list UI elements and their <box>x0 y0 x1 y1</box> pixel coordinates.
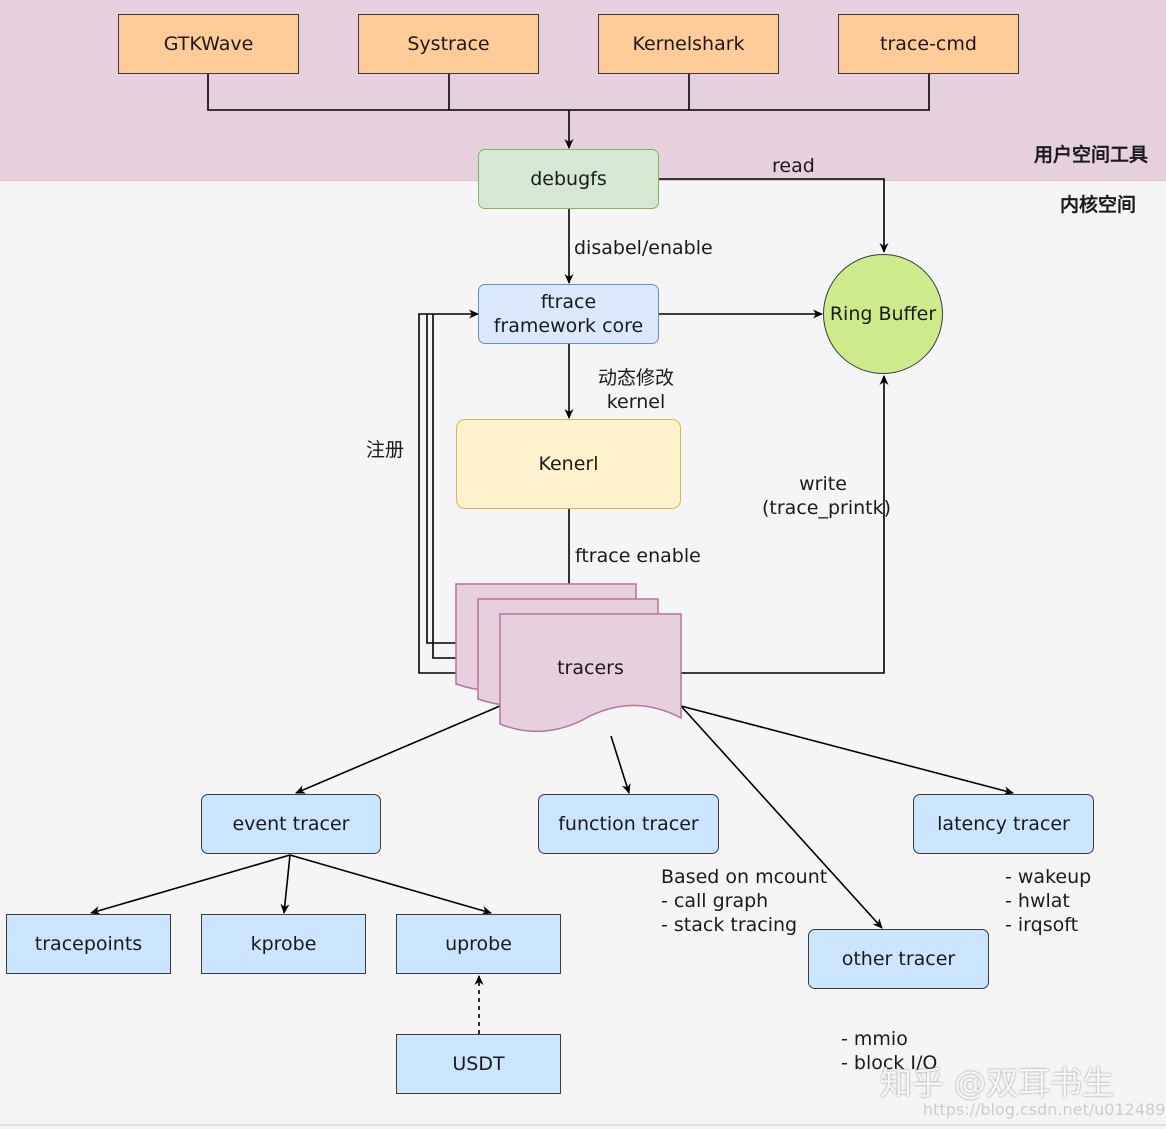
tracepoints-label: tracepoints <box>34 933 143 955</box>
dynamic-modify-label: 动态修改 kernel <box>590 366 682 414</box>
edge-gtkwave-debugfs <box>207 74 569 111</box>
function-tracer-note-2: - call graph <box>661 890 769 912</box>
trace-cmd-label: trace-cmd <box>880 33 977 55</box>
systrace-node[interactable]: Systrace <box>358 14 539 74</box>
uprobe-label: uprobe <box>445 933 512 955</box>
function-tracer-note-3: - stack tracing <box>661 914 798 936</box>
event-tracer-node[interactable]: event tracer <box>201 794 381 854</box>
function-tracer-label: function tracer <box>558 813 699 835</box>
ring-buffer-node[interactable]: Ring Buffer <box>823 254 943 374</box>
edge-tracers-function-tracer <box>610 735 631 794</box>
edge-tracers-write-ringbuffer <box>681 375 889 674</box>
function-tracer-node[interactable]: function tracer <box>538 794 719 854</box>
function-tracer-note-1: Based on mcount <box>661 866 828 888</box>
tracers-label[interactable]: tracers <box>557 657 624 679</box>
latency-tracer-note-3: - irqsoft <box>1005 914 1079 936</box>
kernelshark-label: Kernelshark <box>632 33 745 55</box>
kenerl-node[interactable]: Kenerl <box>456 419 681 509</box>
edge-event-uprobe <box>289 854 492 915</box>
usdt-label: USDT <box>452 1053 505 1075</box>
other-tracer-note-1: - mmio <box>841 1028 908 1050</box>
ftrace-core-node[interactable]: ftrace framework core <box>478 284 659 344</box>
ring-buffer-label: Ring Buffer <box>829 303 937 325</box>
edge-debugfs-read-ringbuffer <box>659 178 889 253</box>
debugfs-label: debugfs <box>530 168 607 190</box>
other-tracer-node[interactable]: other tracer <box>808 929 989 989</box>
read-label: read <box>772 155 815 177</box>
register-label: 注册 <box>366 439 405 461</box>
edge-tracers-event-tracer <box>295 705 501 794</box>
uprobe-node[interactable]: uprobe <box>396 914 561 974</box>
kprobe-label: kprobe <box>250 933 317 955</box>
latency-tracer-note-2: - hwlat <box>1005 890 1070 912</box>
systrace-label: Systrace <box>407 33 490 55</box>
edge-tracecmd-debugfs <box>569 74 930 111</box>
write-label: write (trace_printk) <box>762 472 892 520</box>
debugfs-node[interactable]: debugfs <box>478 149 659 209</box>
latency-tracer-label: latency tracer <box>937 813 1070 835</box>
kprobe-node[interactable]: kprobe <box>201 914 366 974</box>
latency-tracer-note-1: - wakeup <box>1005 866 1092 888</box>
usdt-node[interactable]: USDT <box>396 1034 561 1094</box>
kenerl-label: Kenerl <box>538 453 599 475</box>
ftrace-core-label-2: framework core <box>493 315 644 337</box>
edge-event-tracepoints <box>90 854 291 915</box>
dynamic-modify-line-1: 动态修改 <box>597 367 674 389</box>
latency-tracer-node[interactable]: latency tracer <box>913 794 1094 854</box>
event-tracer-label: event tracer <box>232 813 350 835</box>
edge-tracers-other-tracer <box>680 705 883 929</box>
watermark-main: 知乎 @双耳书生 <box>880 1064 1115 1102</box>
tracepoints-node[interactable]: tracepoints <box>6 914 171 974</box>
other-tracer-note-2: - block I/O <box>841 1052 938 1074</box>
kernelshark-node[interactable]: Kernelshark <box>598 14 779 74</box>
watermark-url: https://blog.csdn.net/u012489236 <box>923 1100 1166 1119</box>
kernel-space-label: 内核空间 <box>1060 194 1137 216</box>
ftrace-core-label-1: ftrace <box>540 291 597 313</box>
ftrace-enable-label: ftrace enable <box>575 545 701 567</box>
latency-tracer-notes: - wakeup - hwlat - irqsoft <box>1005 865 1091 937</box>
other-tracer-label: other tracer <box>841 948 956 970</box>
edge-register-1 <box>426 309 479 644</box>
function-tracer-notes: Based on mcount - call graph - stack tra… <box>661 865 827 937</box>
write-line-1: write <box>799 473 847 495</box>
edge-tracers-latency-tracer <box>680 705 1014 796</box>
bottom-divider <box>0 1124 1166 1126</box>
trace-cmd-node[interactable]: trace-cmd <box>838 14 1019 74</box>
gtkwave-label: GTKWave <box>163 33 254 55</box>
gtkwave-node[interactable]: GTKWave <box>118 14 299 74</box>
user-space-label: 用户空间工具 <box>1034 144 1149 166</box>
tracers-shape-front <box>499 613 682 733</box>
write-line-2: (trace_printk) <box>762 497 892 519</box>
disable-enable-label: disabel/enable <box>574 237 713 259</box>
other-tracer-notes: - mmio - block I/O <box>841 1027 937 1075</box>
edge-event-kprobe <box>280 854 291 914</box>
dynamic-modify-line-2: kernel <box>606 391 666 413</box>
